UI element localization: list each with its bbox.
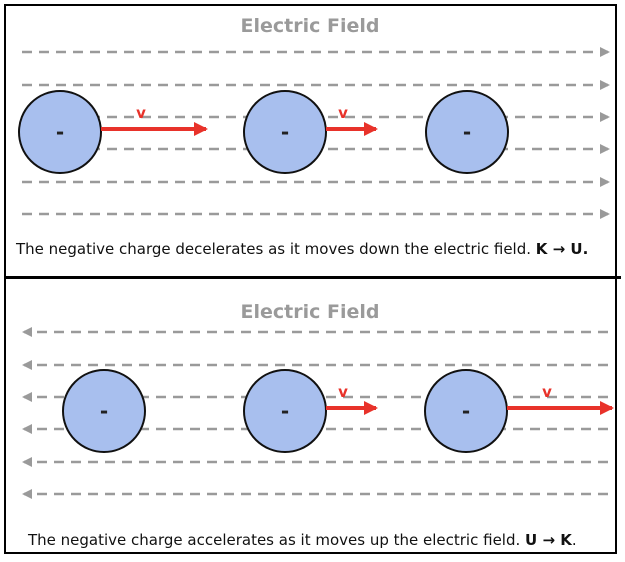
charge-sign: - bbox=[100, 399, 108, 423]
charge-bottom-1: - bbox=[62, 369, 146, 453]
caption-top-text: The negative charge decelerates as it mo… bbox=[16, 240, 532, 258]
panel-top-title: Electric Field bbox=[241, 15, 380, 37]
negative-charge bbox=[243, 369, 327, 453]
caption-bottom-bold: U → K bbox=[525, 531, 572, 549]
caption-top-bold: K → U. bbox=[535, 240, 589, 258]
velocity-label: v bbox=[338, 383, 348, 401]
charge-sign: - bbox=[281, 399, 289, 423]
charge-top-2: - v bbox=[243, 90, 378, 174]
charge-sign: - bbox=[463, 120, 471, 144]
negative-charge bbox=[18, 90, 102, 174]
panel-divider bbox=[4, 276, 621, 279]
panel-top: Electric Field - v - v - bbox=[18, 15, 610, 219]
panel-bottom-title: Electric Field bbox=[241, 301, 380, 323]
velocity-label: v bbox=[136, 104, 146, 122]
charge-sign: - bbox=[462, 399, 470, 423]
charge-top-3: - bbox=[425, 90, 509, 174]
velocity-label: v bbox=[338, 104, 348, 122]
negative-charge bbox=[62, 369, 146, 453]
velocity-label: v bbox=[542, 383, 552, 401]
caption-top: The negative charge decelerates as it mo… bbox=[16, 240, 588, 258]
negative-charge bbox=[424, 369, 508, 453]
caption-bottom-text: The negative charge accelerates as it mo… bbox=[28, 531, 521, 549]
caption-bottom-end: . bbox=[571, 531, 577, 549]
charge-sign: - bbox=[281, 120, 289, 144]
caption-bottom: The negative charge accelerates as it mo… bbox=[28, 531, 577, 549]
charge-bottom-2: - v bbox=[243, 369, 378, 453]
diagram-frame bbox=[4, 4, 617, 554]
charge-sign: - bbox=[56, 120, 64, 144]
negative-charge bbox=[425, 90, 509, 174]
charge-bottom-3: - v bbox=[424, 369, 614, 453]
panel-bottom: Electric Field - - v - v bbox=[22, 301, 614, 499]
negative-charge bbox=[243, 90, 327, 174]
charge-top-1: - v bbox=[18, 90, 208, 174]
